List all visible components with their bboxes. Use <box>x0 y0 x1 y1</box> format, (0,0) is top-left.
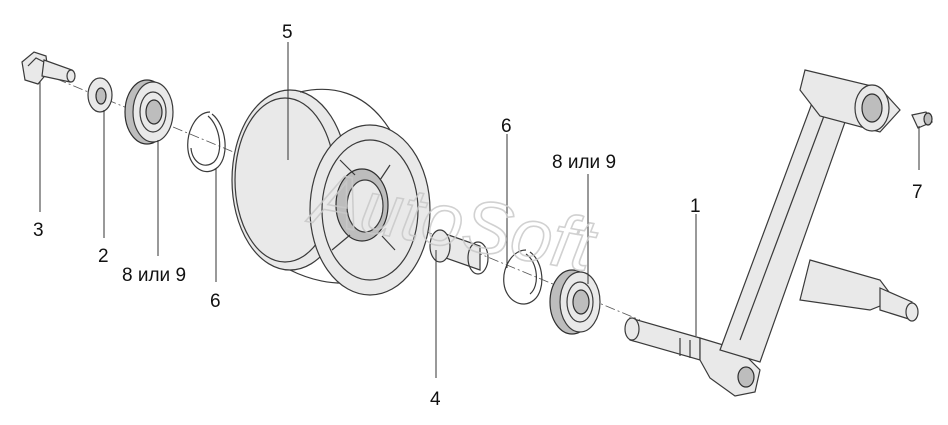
callout-6-right: 6 <box>501 116 512 137</box>
part-circlip-left <box>187 111 226 173</box>
callout-6-left: 6 <box>210 291 221 312</box>
callout-5: 5 <box>282 22 293 43</box>
callout-7: 7 <box>912 182 923 203</box>
callout-1: 1 <box>690 196 701 217</box>
part-tensioner-arm <box>624 69 919 397</box>
part-sleeve <box>429 229 489 275</box>
part-bearing-left <box>124 79 174 145</box>
callout-2: 2 <box>98 246 109 267</box>
part-washer <box>87 77 113 113</box>
callout-8-or-9-right: 8 или 9 <box>552 152 616 173</box>
callout-8-or-9-left: 8 или 9 <box>122 265 186 286</box>
part-circlip-right <box>503 249 543 305</box>
part-bolt <box>21 51 76 85</box>
part-bearing-right <box>549 269 601 335</box>
part-grease-nipple <box>911 111 933 129</box>
callout-3: 3 <box>33 220 44 241</box>
leader-lines <box>39 42 920 378</box>
part-pulley <box>231 88 431 296</box>
callout-4: 4 <box>430 389 441 410</box>
